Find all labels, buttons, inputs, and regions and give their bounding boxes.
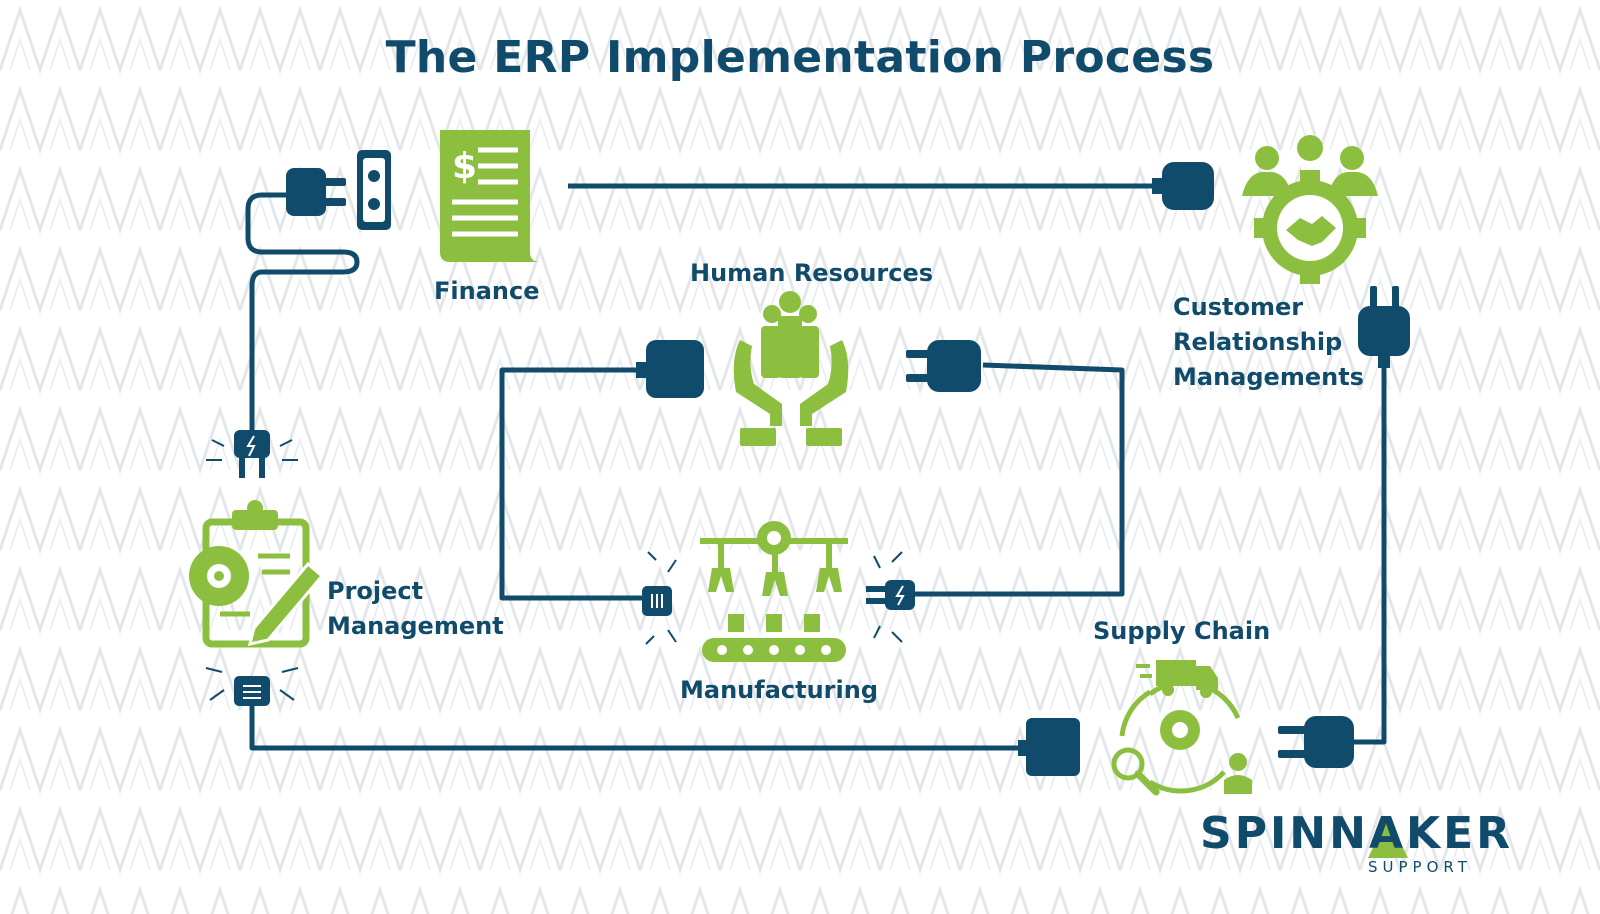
crm-socket-icon	[1152, 162, 1214, 210]
crm-down-plug-icon	[1358, 286, 1410, 368]
pm-bottom-socket-icon	[205, 667, 299, 706]
spinnaker-logo-sail-icon	[1368, 816, 1408, 858]
truck-gear-cycle-icon	[1111, 660, 1252, 796]
pm-top-plug-icon	[206, 430, 298, 478]
finance-label: Finance	[434, 277, 540, 305]
finance-plug-icon	[286, 168, 346, 216]
crm-label-line3: Managements	[1173, 363, 1364, 391]
page-title: The ERP Implementation Process	[385, 32, 1215, 83]
crm-label-line1: Customer	[1173, 293, 1304, 321]
pm-label-line2: Management	[327, 612, 504, 640]
wire-crm-to-supply	[1350, 366, 1387, 745]
svg-text:$: $	[452, 146, 477, 187]
wire-pm-to-supply	[249, 700, 1020, 751]
wire-hr-left-loop	[499, 367, 650, 601]
spinnaker-logo-subtitle: SUPPORT	[1368, 858, 1472, 876]
mfg-right-plug-icon	[866, 551, 915, 643]
invoice-document-icon: $	[440, 130, 540, 262]
supply-left-socket-icon	[1018, 718, 1080, 776]
mfg-left-socket-icon	[642, 551, 677, 645]
crm-label: Customer Relationship Managements	[1173, 290, 1364, 395]
hr-left-socket-icon	[636, 340, 704, 398]
wire-hr-right-loop	[912, 362, 1125, 597]
supply-right-plug-icon	[1278, 716, 1354, 768]
connection-wires	[245, 183, 1387, 751]
human-resources-label: Human Resources	[690, 259, 934, 287]
wall-outlet	[357, 150, 391, 230]
project-management-label: Project Management	[327, 574, 504, 644]
hr-right-plug-icon	[906, 340, 981, 392]
manufacturing-label: Manufacturing	[680, 676, 878, 704]
supply-chain-label: Supply Chain	[1093, 617, 1271, 645]
handshake-gear-team-icon	[1242, 135, 1378, 284]
people-in-hands-icon	[733, 291, 849, 446]
clipboard-gear-pencil-icon	[189, 500, 325, 648]
robotic-assembly-line-icon	[700, 521, 848, 662]
pm-label-line1: Project	[327, 577, 424, 605]
crm-label-line2: Relationship	[1173, 328, 1343, 356]
wire-outlet-to-pm	[245, 192, 360, 430]
spinnaker-logo: SPINNAKER	[1200, 808, 1514, 859]
